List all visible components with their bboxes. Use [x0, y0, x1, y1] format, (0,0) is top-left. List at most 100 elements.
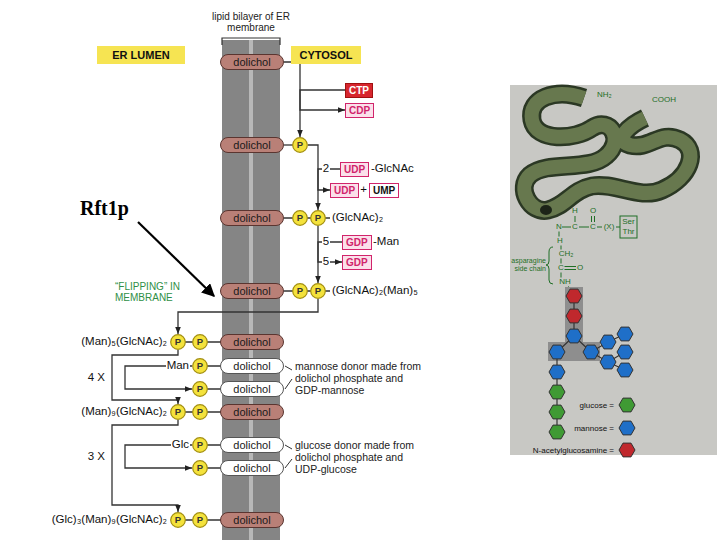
node-text: UDP [344, 164, 365, 175]
node-text: P [315, 213, 321, 223]
dolichol-donor-lipid: dolichol [220, 358, 284, 374]
node-text: P [197, 337, 203, 347]
node-text: dolichol [233, 360, 270, 372]
dolichol-lipid: dolichol [220, 283, 284, 299]
sugar-hexagon [566, 329, 582, 343]
phosphate-circle: P [192, 404, 208, 420]
phosphate-circle-fill [293, 138, 308, 153]
phosphate-circle-fill [193, 438, 208, 453]
nucleotide-box: CTP [345, 83, 373, 98]
phosphate-circle-fill [171, 405, 186, 420]
legend-text: mannose = [574, 424, 614, 433]
dolichol-lipid: dolichol [220, 334, 284, 350]
phosphate-circle-fill [311, 211, 326, 226]
phosphate-circle-fill [193, 405, 208, 420]
node-text: P [297, 140, 303, 150]
chemical-atom-label: NH₂ [597, 91, 612, 99]
phosphate-circle: P [192, 512, 208, 528]
annotation-label: -Man [372, 235, 400, 248]
protein-panel [524, 94, 690, 210]
leader-line [285, 459, 292, 468]
chemical-bond [575, 216, 576, 222]
chemical-bond [561, 273, 562, 278]
reaction-arrow [112, 350, 178, 404]
dolichol-donor-lipid: dolichol [220, 437, 284, 453]
leader-line [285, 379, 292, 389]
node-text: dolichol [233, 56, 270, 68]
legend-entry: mannose = [574, 420, 636, 436]
annotation-label: 2 [322, 162, 330, 175]
node-text: P [175, 407, 181, 417]
chemical-bond [620, 216, 637, 238]
node-text: UDP [334, 185, 355, 196]
phosphate-circle-fill [171, 335, 186, 350]
node-text: P [315, 286, 321, 296]
node-text: dolichol [233, 285, 270, 297]
phosphate-circle-fill [293, 284, 308, 299]
node-text: dolichol [233, 514, 270, 526]
note-label: glucose donor made from dolichol phospha… [295, 439, 430, 475]
chemical-atom-label: Ser [622, 218, 634, 226]
protein-chain [524, 94, 690, 210]
nucleotide-box: CDP [345, 103, 374, 118]
node-text: ER LUMEN [112, 49, 169, 61]
legend-text: glucose = [580, 401, 614, 410]
protein-name: Rft1p [80, 197, 129, 220]
protein-panel [540, 205, 552, 215]
node-text: dolichol [233, 383, 270, 395]
sugar-hexagon [566, 289, 582, 303]
node-text: P [197, 440, 203, 450]
glycan-bond [557, 296, 625, 432]
phosphate-circle: P [310, 283, 326, 299]
dolichol-lipid: dolichol [220, 210, 284, 226]
dolichol-lipid: dolichol [220, 137, 284, 153]
phosphate-circle: P [192, 358, 208, 374]
node-text: UMP [373, 185, 395, 196]
chemical-atom-label: (X) [604, 223, 615, 231]
annotation-label: 5 [322, 235, 330, 248]
nucleotide-box: UMP [369, 183, 399, 198]
sugar-hexagon [583, 345, 599, 359]
annotation-label: “FLIPPING” IN MEMBRANE [115, 281, 195, 304]
sugar-hexagon [549, 289, 633, 439]
node-text: dolichol [233, 139, 270, 151]
phosphate-circle-fill [293, 211, 308, 226]
phosphate-circle: P [170, 334, 186, 350]
chemical-bond [562, 227, 571, 228]
reaction-arrow [284, 62, 300, 137]
chemical-bond [565, 269, 577, 270]
membrane-label: lipid bilayer of ER membrane [206, 11, 296, 34]
phosphate-circle-fill [193, 513, 208, 528]
annotation-label: (GlcNAc)₂ [331, 211, 384, 224]
annotation-label: (Man)₉(GlcNAc)₂ [80, 405, 168, 418]
legend-entry: glucose = [580, 397, 636, 413]
annotation-label: 5 [322, 255, 330, 268]
node-text: CYTOSOL [300, 49, 353, 61]
annotation-label: Glc [171, 438, 190, 451]
phosphate-circle: P [310, 210, 326, 226]
nucleotide-box: UDP [340, 162, 369, 177]
sugar-hexagon [549, 385, 565, 399]
legend-text: N-acetylglucosamine = [533, 446, 614, 455]
phosphate-circle: P [292, 283, 308, 299]
legend-entry: N-acetylglucosamine = [533, 442, 636, 458]
chemical-bond [597, 227, 602, 228]
annotation-label: (GlcNAc)₂(Man)₅ [331, 284, 419, 297]
chemical-atom-label: CH₂ [559, 250, 574, 258]
annotation-label: Man [166, 359, 190, 372]
sugar-hexagon [617, 345, 633, 359]
nucleotide-box: GDP [342, 255, 372, 270]
chemical-atom-label: C [558, 264, 564, 272]
chemical-atom-label: O [577, 264, 583, 272]
protein-panel [510, 85, 717, 455]
note-label: mannose donor made from dolichol phospha… [295, 360, 430, 396]
node-text: P [197, 407, 203, 417]
reaction-arrow [308, 145, 318, 210]
chemical-bond [594, 216, 595, 222]
node-text: GDP [346, 257, 368, 268]
node-text: P [197, 463, 203, 473]
legend-swatch-hexagon [619, 421, 635, 435]
phosphate-circle-fill [193, 461, 208, 476]
chemical-bond [561, 246, 562, 250]
